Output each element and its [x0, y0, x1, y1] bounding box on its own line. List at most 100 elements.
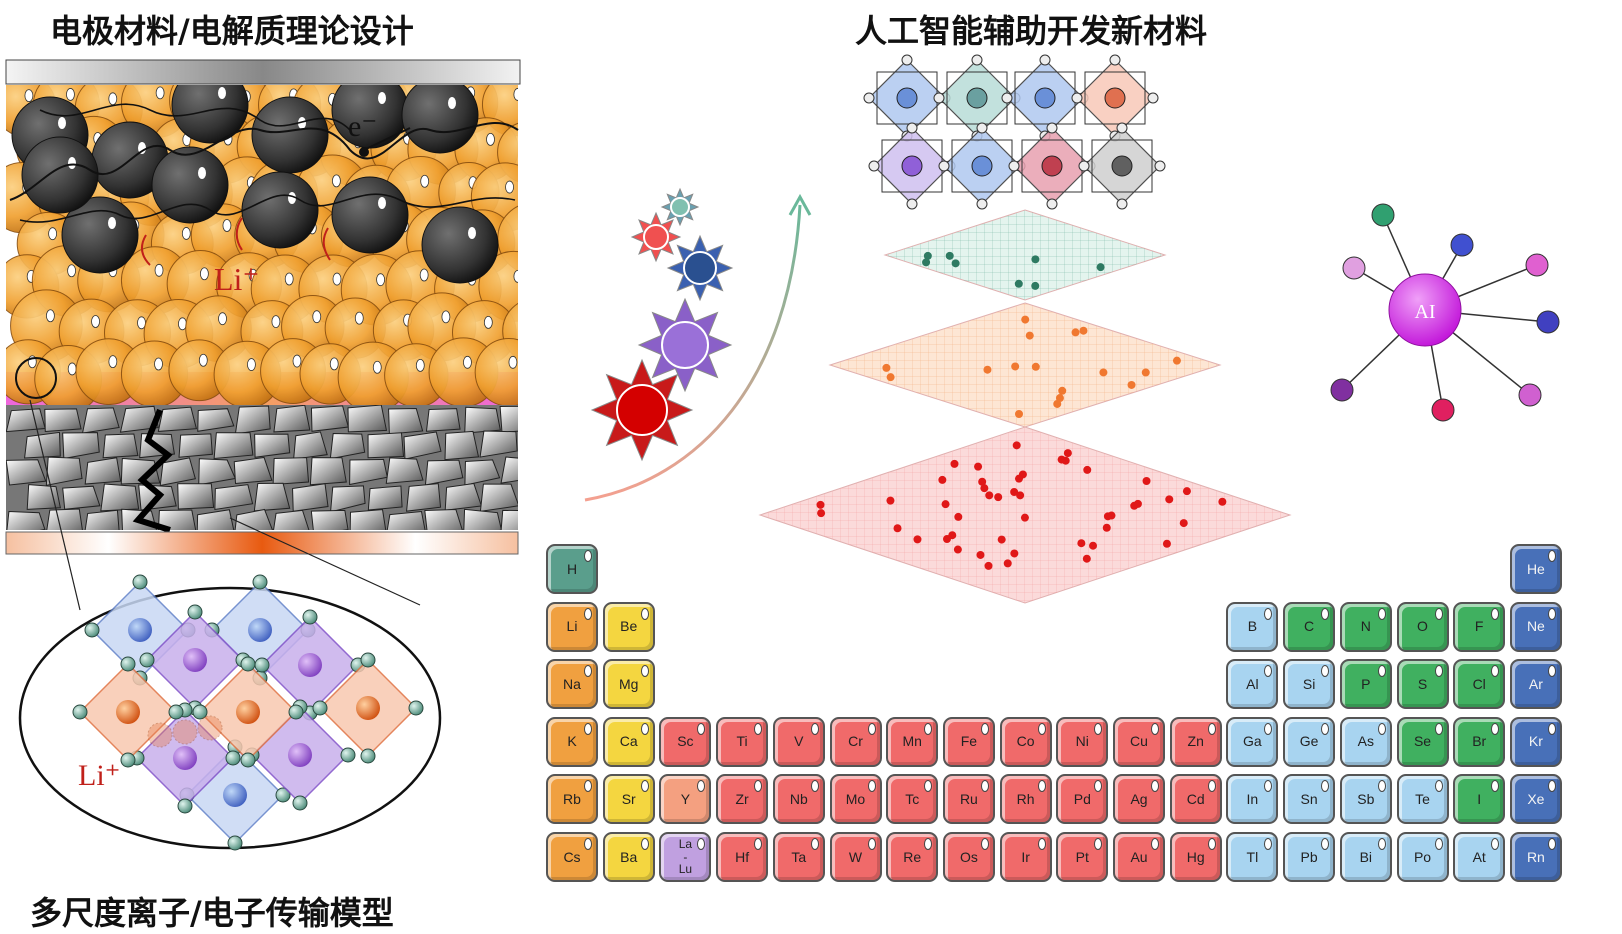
grain [464, 406, 501, 434]
element-pt: Pt [1056, 832, 1109, 882]
oxygen-atom [240, 752, 256, 768]
grain [6, 408, 46, 433]
candidate-stars [590, 187, 734, 462]
oxygen-atom [72, 704, 88, 720]
data-point [1096, 263, 1105, 272]
data-point [1079, 326, 1088, 335]
particle-highlight [154, 357, 163, 371]
metal-atom [116, 700, 140, 724]
grain [367, 432, 405, 459]
element-symbol: N [1360, 618, 1371, 635]
grain [310, 405, 349, 432]
element-cr: Cr [829, 716, 882, 767]
corner-atom [1116, 198, 1128, 210]
oxygen-atom [312, 700, 328, 716]
element-ni: Ni [1056, 716, 1109, 767]
element-symbol: Mn [902, 733, 922, 750]
particle-highlight [332, 174, 341, 188]
element-symbol: Sc [677, 733, 694, 750]
grain [273, 405, 311, 433]
center-atom [896, 87, 918, 109]
metal-atom [183, 648, 207, 672]
element-ne: Ne [1509, 601, 1562, 652]
data-point [974, 462, 983, 471]
electron-label: e⁻ [348, 110, 377, 143]
grain [177, 483, 215, 510]
grain [254, 433, 291, 458]
particle-highlight [284, 272, 294, 286]
oxygen-atom [360, 748, 376, 764]
element-he: He [1509, 544, 1562, 594]
element-as: As [1339, 716, 1392, 767]
element-symbol: Sr [621, 791, 636, 808]
data-point [1003, 559, 1012, 568]
corner-atom [1154, 160, 1166, 172]
data-point [1010, 488, 1019, 497]
element-at: At [1453, 832, 1506, 882]
carbon-particle [331, 176, 409, 254]
cathode-particle-layer [6, 85, 518, 405]
grain [120, 457, 161, 485]
element-symbol: Cd [1186, 791, 1205, 808]
particle-highlight [24, 89, 34, 103]
particle-highlight [505, 180, 514, 194]
ai-label: AI [1414, 301, 1435, 323]
particle-highlight [67, 362, 77, 376]
particle-highlight [218, 87, 226, 99]
data-point [922, 258, 931, 267]
element-symbol: Kr [1528, 733, 1543, 750]
corner-atom [1071, 92, 1083, 104]
data-point [948, 531, 957, 540]
data-point [945, 251, 954, 260]
center-atom [1034, 87, 1056, 109]
data-point [1014, 279, 1023, 288]
grain [196, 509, 235, 530]
element-symbol: Mg [618, 675, 639, 692]
metal-atom [128, 618, 152, 642]
data-point [1082, 554, 1091, 563]
element-w: W [829, 832, 882, 882]
grain [62, 432, 100, 460]
data-point [941, 500, 950, 509]
cell-edge [1084, 71, 1146, 125]
grain [517, 455, 518, 460]
element-symbol: Re [903, 848, 922, 865]
grain-structure [6, 405, 557, 530]
particle-highlight [312, 310, 322, 324]
element-be: Be [602, 601, 655, 652]
data-point [1014, 474, 1023, 483]
data-point [1031, 362, 1040, 371]
grain [6, 459, 47, 486]
particle-highlight [155, 86, 165, 100]
grain [520, 485, 557, 510]
particle-highlight [46, 309, 55, 323]
data-point [1012, 441, 1021, 450]
element-ru: Ru [942, 774, 995, 825]
element-se: Se [1396, 716, 1449, 767]
perovskite-structure [863, 54, 1166, 210]
element-hg: Hg [1169, 832, 1222, 882]
grain [403, 431, 442, 460]
grain [46, 508, 83, 530]
data-point [1077, 539, 1086, 548]
particle-highlight [468, 227, 476, 239]
element-symbol: F [1474, 618, 1484, 635]
data-point [980, 484, 989, 493]
element-s: S [1396, 659, 1449, 710]
ai-satellite-node [1371, 203, 1395, 227]
element-symbol: Au [1130, 848, 1148, 865]
star-core [643, 224, 669, 250]
element-symbol: Cu [1130, 733, 1148, 750]
ai-network [1330, 203, 1560, 422]
element-symbol: Li [566, 618, 578, 635]
element-symbol: Pt [1075, 848, 1089, 865]
element-symbol: Rb [563, 791, 581, 808]
element-symbol: B [1247, 618, 1258, 635]
particle-highlight [376, 273, 385, 287]
element-symbol: Si [1302, 675, 1316, 692]
element-symbol: Sb [1357, 791, 1375, 808]
data-point [893, 524, 902, 533]
element-bi: Bi [1339, 832, 1392, 882]
element-o: O [1396, 601, 1449, 652]
corner-atom [1046, 198, 1058, 210]
